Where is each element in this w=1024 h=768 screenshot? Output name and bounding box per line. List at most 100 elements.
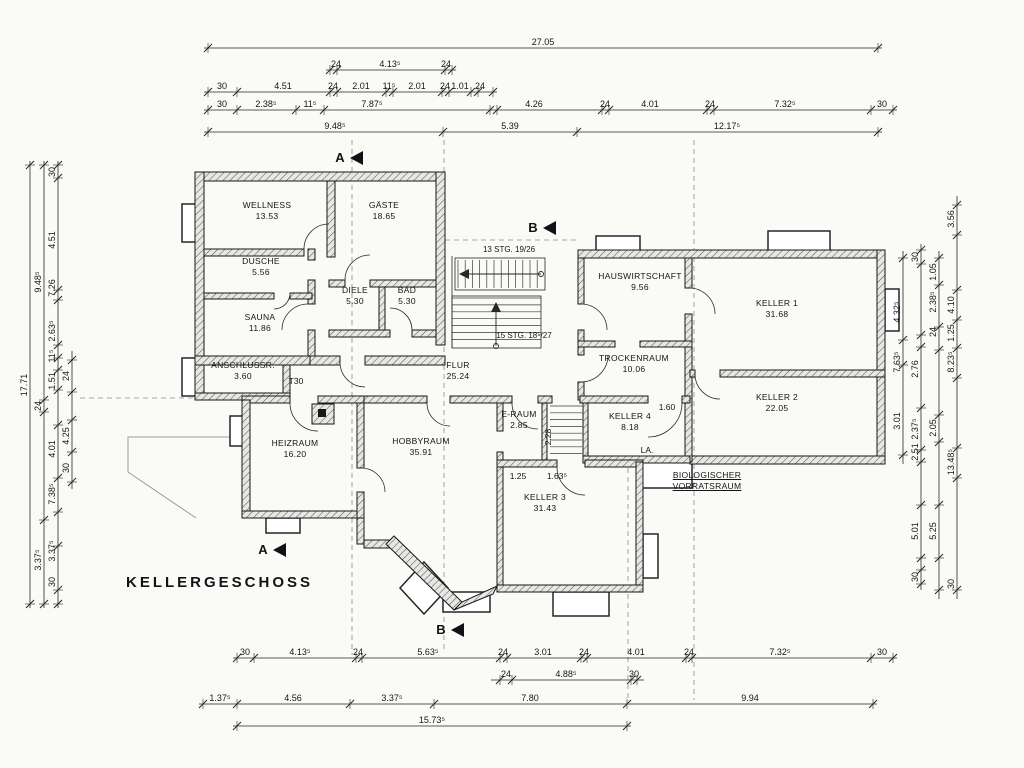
door-arc [281, 303, 309, 331]
dim-label: 5.25 [928, 522, 938, 540]
dim-label: 24 [440, 81, 450, 91]
dim-label: 30 [61, 463, 71, 473]
dim-label: 30 [47, 577, 57, 587]
dim-label: 24 [353, 647, 363, 657]
dim-label: 2.38⁵ [255, 99, 277, 109]
plan-annotation: 1.60 [659, 402, 676, 412]
wall-segment [289, 292, 313, 300]
dim-label: 8.23⁵ [946, 351, 956, 373]
dim-label: 24 [328, 81, 338, 91]
wall-segment [307, 329, 316, 359]
dim-label: 24 [501, 669, 511, 679]
wall-segment [876, 249, 886, 465]
door-arc [647, 402, 683, 438]
dim-label: 24 [928, 327, 938, 337]
dim-label: 4.51 [47, 231, 57, 249]
dim-label: 4.01 [641, 99, 659, 109]
wall-segment [639, 340, 693, 348]
wall-segment [496, 459, 558, 468]
dim-label: 5.39 [501, 121, 519, 131]
wall-segment [194, 171, 446, 182]
dim-label: 24 [579, 647, 589, 657]
dim-label: 12.17⁵ [714, 121, 741, 131]
wall-segment [584, 459, 644, 468]
door-arc [694, 373, 721, 400]
wall-segment [496, 451, 504, 593]
wall-segment [582, 402, 589, 457]
plan-annotation: 13 STG. 19/26 [483, 245, 536, 254]
wall-segment [579, 395, 649, 404]
dim-label: 7.63⁵ [892, 351, 902, 373]
dim-label: 17.71 [19, 374, 29, 397]
dim-label: 2.63⁵ [47, 320, 57, 342]
door-arc [360, 467, 386, 493]
door-arc [511, 402, 539, 430]
stair-flight-upper [454, 257, 546, 291]
section-letter: A [335, 150, 345, 165]
wall-segment [363, 395, 428, 404]
window-well [181, 357, 197, 397]
wall-segment [356, 491, 365, 519]
plan-annotation: T30 [289, 376, 304, 386]
dim-label: 27.05 [532, 37, 555, 47]
window-well [229, 415, 244, 447]
wall-segment [328, 329, 391, 338]
wall-segment [449, 395, 513, 404]
section-letter: B [528, 220, 537, 235]
wall-segment [577, 257, 585, 305]
dim-label: 24 [33, 401, 43, 411]
dim-label: 3.37⁵ [381, 693, 403, 703]
dim-label: 30 [629, 669, 639, 679]
dim-label: 3.01 [892, 412, 902, 430]
dim-label: 13.48⁵ [946, 449, 956, 476]
dim-label: 1.51 [47, 372, 57, 390]
dim-label: 3.01 [534, 647, 552, 657]
wall-segment [719, 369, 886, 378]
wall-segment [496, 584, 644, 593]
wall-segment [317, 395, 365, 404]
wall-segment [203, 292, 275, 300]
wall-segment [635, 461, 644, 593]
wall-segment [411, 329, 437, 338]
dim-label: 30 [910, 252, 920, 262]
dim-label: 4.25 [61, 427, 71, 445]
dim-label: 3.56 [946, 210, 956, 228]
stairs-layer [451, 256, 582, 454]
dim-label: 2.01 [408, 81, 426, 91]
wall-segment [689, 455, 886, 465]
wall-segment [356, 402, 365, 469]
dim-label: 1.01 [451, 81, 469, 91]
dim-label: 4.26 [525, 99, 543, 109]
door-arc [289, 402, 319, 432]
dim-label: 4.13⁵ [379, 59, 401, 69]
dim-label: 30 [240, 647, 250, 657]
wall-segment [307, 248, 316, 261]
section-triangle-icon [451, 623, 464, 637]
dim-label: 30 [217, 99, 227, 109]
dim-label: 2.51 [910, 443, 920, 461]
dim-label: 4.88⁵ [555, 669, 577, 679]
stair-walk-start [493, 343, 499, 349]
dim-label: 2.01 [352, 81, 370, 91]
wall-segment [496, 402, 504, 432]
wall-segment [537, 395, 553, 404]
door-arc [426, 402, 451, 427]
wall-segment [328, 279, 346, 288]
dim-label: 1.25 [946, 324, 956, 342]
section-triangle-icon [350, 151, 363, 165]
dim-label: 30 [47, 167, 57, 177]
plan-title: KELLERGESCHOSS [126, 574, 314, 591]
wall-segment [307, 279, 316, 305]
dim-label: 1.37⁵ [209, 693, 231, 703]
dim-label: 3.37⁵ [33, 549, 43, 571]
dim-label: 30 [877, 99, 887, 109]
stair-walk-arrow [491, 302, 501, 312]
wall-segment [689, 369, 696, 378]
stair-walk-arrow [459, 269, 469, 279]
dim-label: 7.26 [47, 279, 57, 297]
dim-label: 1.05 [928, 263, 938, 281]
dim-label: 30 [877, 647, 887, 657]
